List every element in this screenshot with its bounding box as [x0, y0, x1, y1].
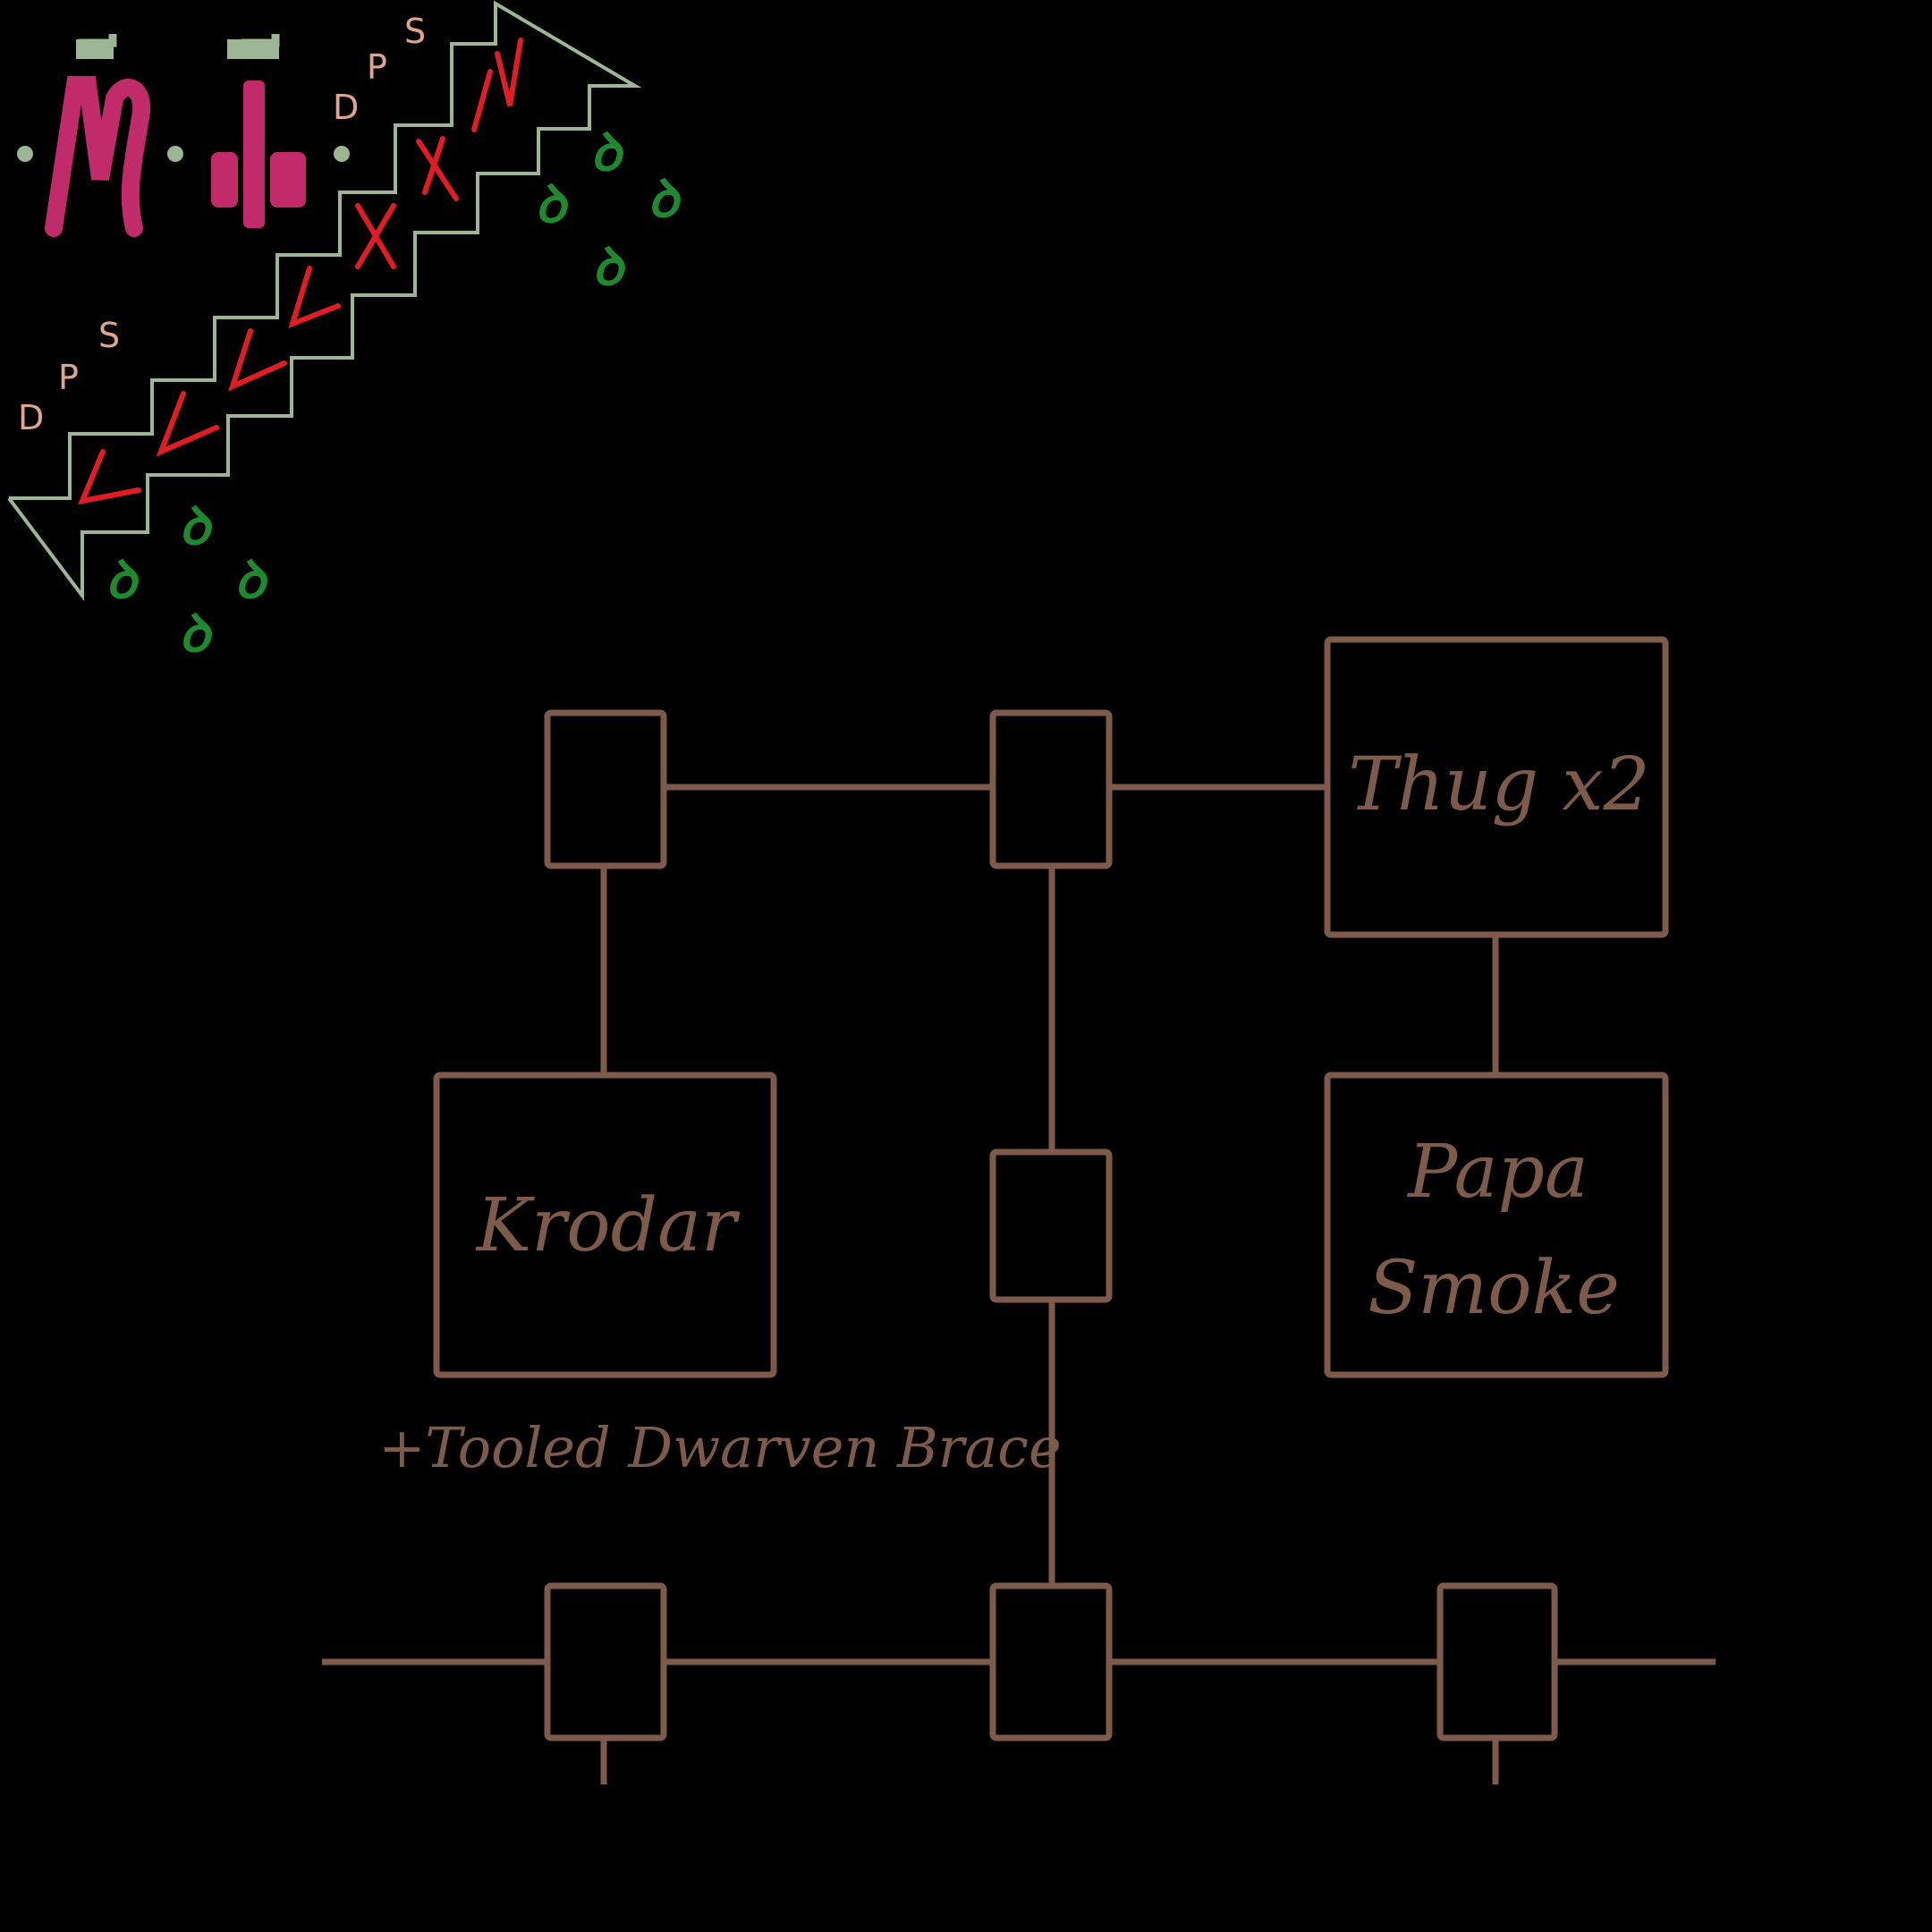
label-smoke: Smoke	[1368, 1246, 1620, 1331]
numeral-v-3	[228, 328, 287, 392]
pink-totem-icon	[211, 34, 350, 228]
numeral-v-4	[288, 266, 341, 329]
green-clover-icon: ꝺ	[535, 174, 569, 234]
label-papa: Papa	[1406, 1130, 1589, 1215]
green-clover-icon: ꝺ	[106, 549, 140, 610]
green-clover-icon: ꝺ	[179, 603, 213, 664]
room-papa-smoke	[1324, 1072, 1669, 1378]
stair-letter-p-upper: P	[367, 47, 387, 87]
green-clover-icon: ꝺ	[179, 496, 213, 556]
clover-group-lower: ꝺ ꝺ ꝺ ꝺ	[106, 496, 268, 664]
small-room	[544, 709, 667, 869]
stair-letter-d-lower: D	[18, 398, 44, 437]
numeral-x-2	[416, 136, 459, 201]
green-clover-icon: ꝺ	[648, 168, 682, 229]
small-room	[989, 1582, 1113, 1741]
small-room	[989, 1148, 1113, 1303]
pink-rune-icon	[17, 34, 183, 237]
label-krodar: Krodar	[475, 1183, 741, 1268]
green-clover-icon: ꝺ	[234, 549, 268, 610]
numeral-v-2	[156, 391, 219, 457]
room-map	[322, 636, 1716, 1784]
stair-letter-p-lower: P	[58, 358, 79, 397]
small-room	[544, 1582, 667, 1741]
small-room	[989, 709, 1113, 869]
stair-letter-s-lower: S	[98, 316, 120, 355]
stair-letter-d-upper: D	[333, 88, 359, 127]
stair-numerals	[78, 38, 523, 504]
room-thug	[1324, 636, 1669, 938]
room-krodar	[433, 1072, 777, 1378]
stair-outline-inner	[9, 42, 496, 500]
green-clover-icon: ꝺ	[592, 236, 626, 297]
numeral-x-1	[355, 203, 396, 269]
clover-group-upper: ꝺ ꝺ ꝺ ꝺ	[535, 122, 682, 297]
label-thug: Thug x2	[1348, 742, 1649, 827]
small-room	[1436, 1582, 1558, 1741]
annotation-brace: +Tooled Dwarven Brace	[378, 1415, 1061, 1480]
stair-outline	[7, 0, 642, 601]
numeral-v-1	[78, 449, 141, 504]
stair-legend: D P S D P S ꝺ ꝺ ꝺ ꝺ ꝺ ꝺ ꝺ ꝺ	[7, 0, 682, 664]
stair-letter-s-upper: S	[404, 12, 426, 51]
numeral-iv	[471, 38, 523, 132]
green-clover-icon: ꝺ	[590, 122, 624, 182]
